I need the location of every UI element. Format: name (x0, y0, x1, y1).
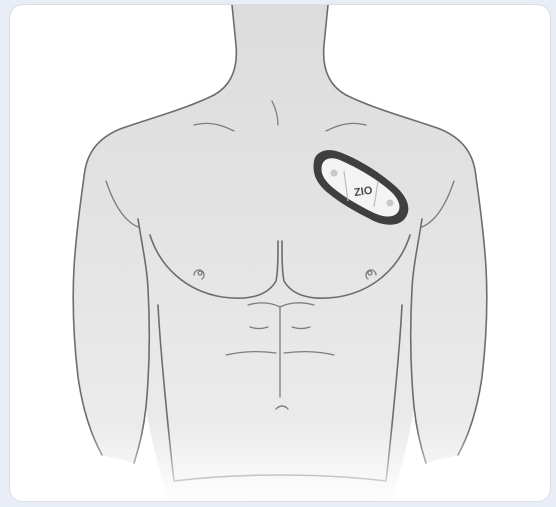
illustration-card: ZIO (9, 4, 551, 502)
electrode-right (387, 200, 394, 207)
electrode-left (331, 170, 338, 177)
human-torso-icon (10, 5, 550, 501)
torso-illustration: ZIO (10, 5, 550, 501)
